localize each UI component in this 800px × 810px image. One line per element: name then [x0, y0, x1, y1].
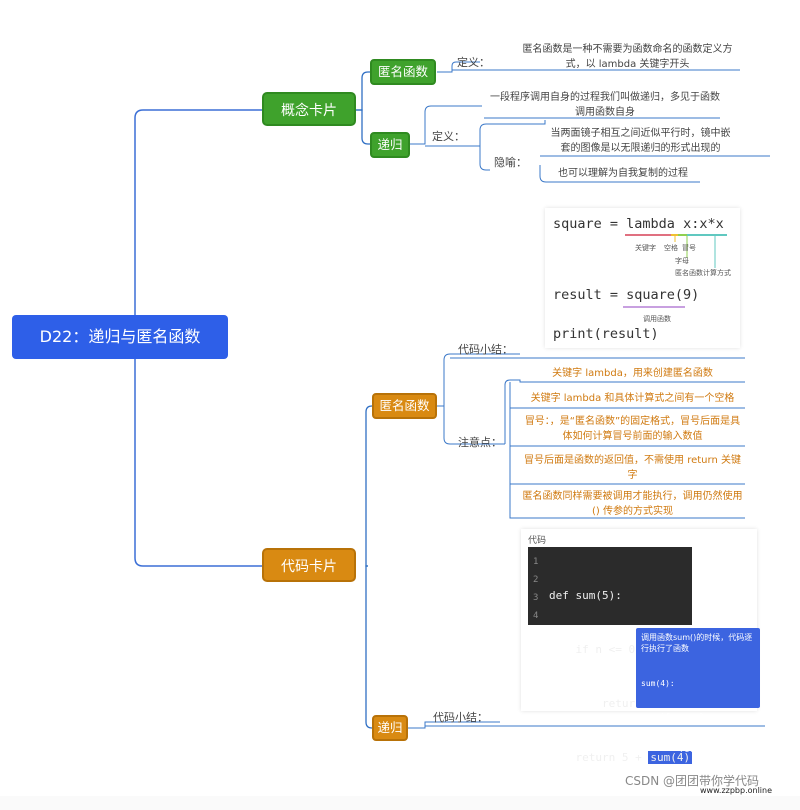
lambda-annotation-marks: [623, 234, 727, 308]
concept-recursion-node[interactable]: 递归: [370, 132, 410, 158]
recursion-intro-text: 一段程序调用自身的过程我们叫做递归，多见于函数调用函数自身: [490, 92, 720, 118]
code-anon-node[interactable]: 匿名函数: [372, 393, 437, 419]
ann-space: 空格: [664, 244, 678, 252]
note-1: 关键字 lambda，用来创建匿名函数: [552, 368, 713, 379]
anon-def-label: 定义：: [457, 56, 490, 69]
anon-summary-label: 代码小结：: [458, 343, 513, 356]
recursion-metaphor-label: 隐喻：: [494, 156, 527, 169]
ann-call: 调用函数: [643, 315, 671, 323]
lambda-line-1: square = lambda x:x*x: [553, 216, 724, 232]
ann-letter: 字母: [675, 257, 689, 265]
ann-expr: 匿名函数计算方式: [675, 269, 731, 277]
code-header: 代码: [528, 536, 547, 546]
note-4: 冒号后面是函数的返回值，不需使用 return 关键字: [524, 455, 741, 481]
anon-def-text: 匿名函数是一种不需要为函数命名的函数定义方式，以 lambda 关键字开头: [522, 44, 733, 70]
root-node[interactable]: D22：递归与匿名函数: [12, 315, 228, 359]
ann-colon: 冒号: [682, 244, 696, 252]
code-recursion-node[interactable]: 递归: [372, 715, 408, 741]
call-tooltip: 调用函数sum()的时候，代码逐行执行了函数 sum(4): if n <= 0…: [636, 628, 760, 787]
code-editor: 1 2 3 4 def sum(5): if n <= 0: return 0 …: [528, 547, 693, 764]
lambda-line-3: print(result): [553, 326, 659, 342]
code-card-node[interactable]: 代码卡片: [262, 548, 356, 582]
watermark-url: www.zzpbp.online: [700, 786, 773, 795]
watermark: CSDN @团团带你学代码: [625, 774, 760, 788]
lambda-line-2: result = square(9): [553, 287, 700, 303]
note-3: 冒号：，是“匿名函数”的固定格式，冒号后面是具体如何计算冒号前面的输入数值: [524, 416, 741, 442]
note-2: 关键字 lambda 和具体计算式之间有一个空格: [530, 393, 735, 404]
highlight-call[interactable]: sum(4): [648, 751, 693, 764]
recursion-def-label: 定义：: [432, 130, 465, 143]
ann-keyword: 关键字: [635, 244, 656, 252]
anon-notes-label: 注意点：: [458, 436, 502, 449]
metaphor-text-1: 当两面镜子相互之间近似平行时，镜中嵌套的图像是以无限递归的形式出现的: [550, 128, 731, 154]
concept-card-node[interactable]: 概念卡片: [262, 92, 356, 126]
note-5: 匿名函数同样需要被调用才能执行，调用仍然使用 () 传参的方式实现: [522, 491, 743, 517]
metaphor-text-2: 也可以理解为自我复制的过程: [558, 168, 688, 179]
code-lines: def sum(5): if n <= 0: return 0 return 5…: [549, 589, 693, 764]
line-numbers: 1 2 3 4: [533, 557, 539, 621]
lambda-example-card: square = lambda x:x*x 关键字 空格 冒号 字母 匿名函数计…: [545, 208, 740, 348]
recursion-summary-label: 代码小结：: [433, 711, 488, 724]
concept-anon-node[interactable]: 匿名函数: [370, 59, 436, 85]
